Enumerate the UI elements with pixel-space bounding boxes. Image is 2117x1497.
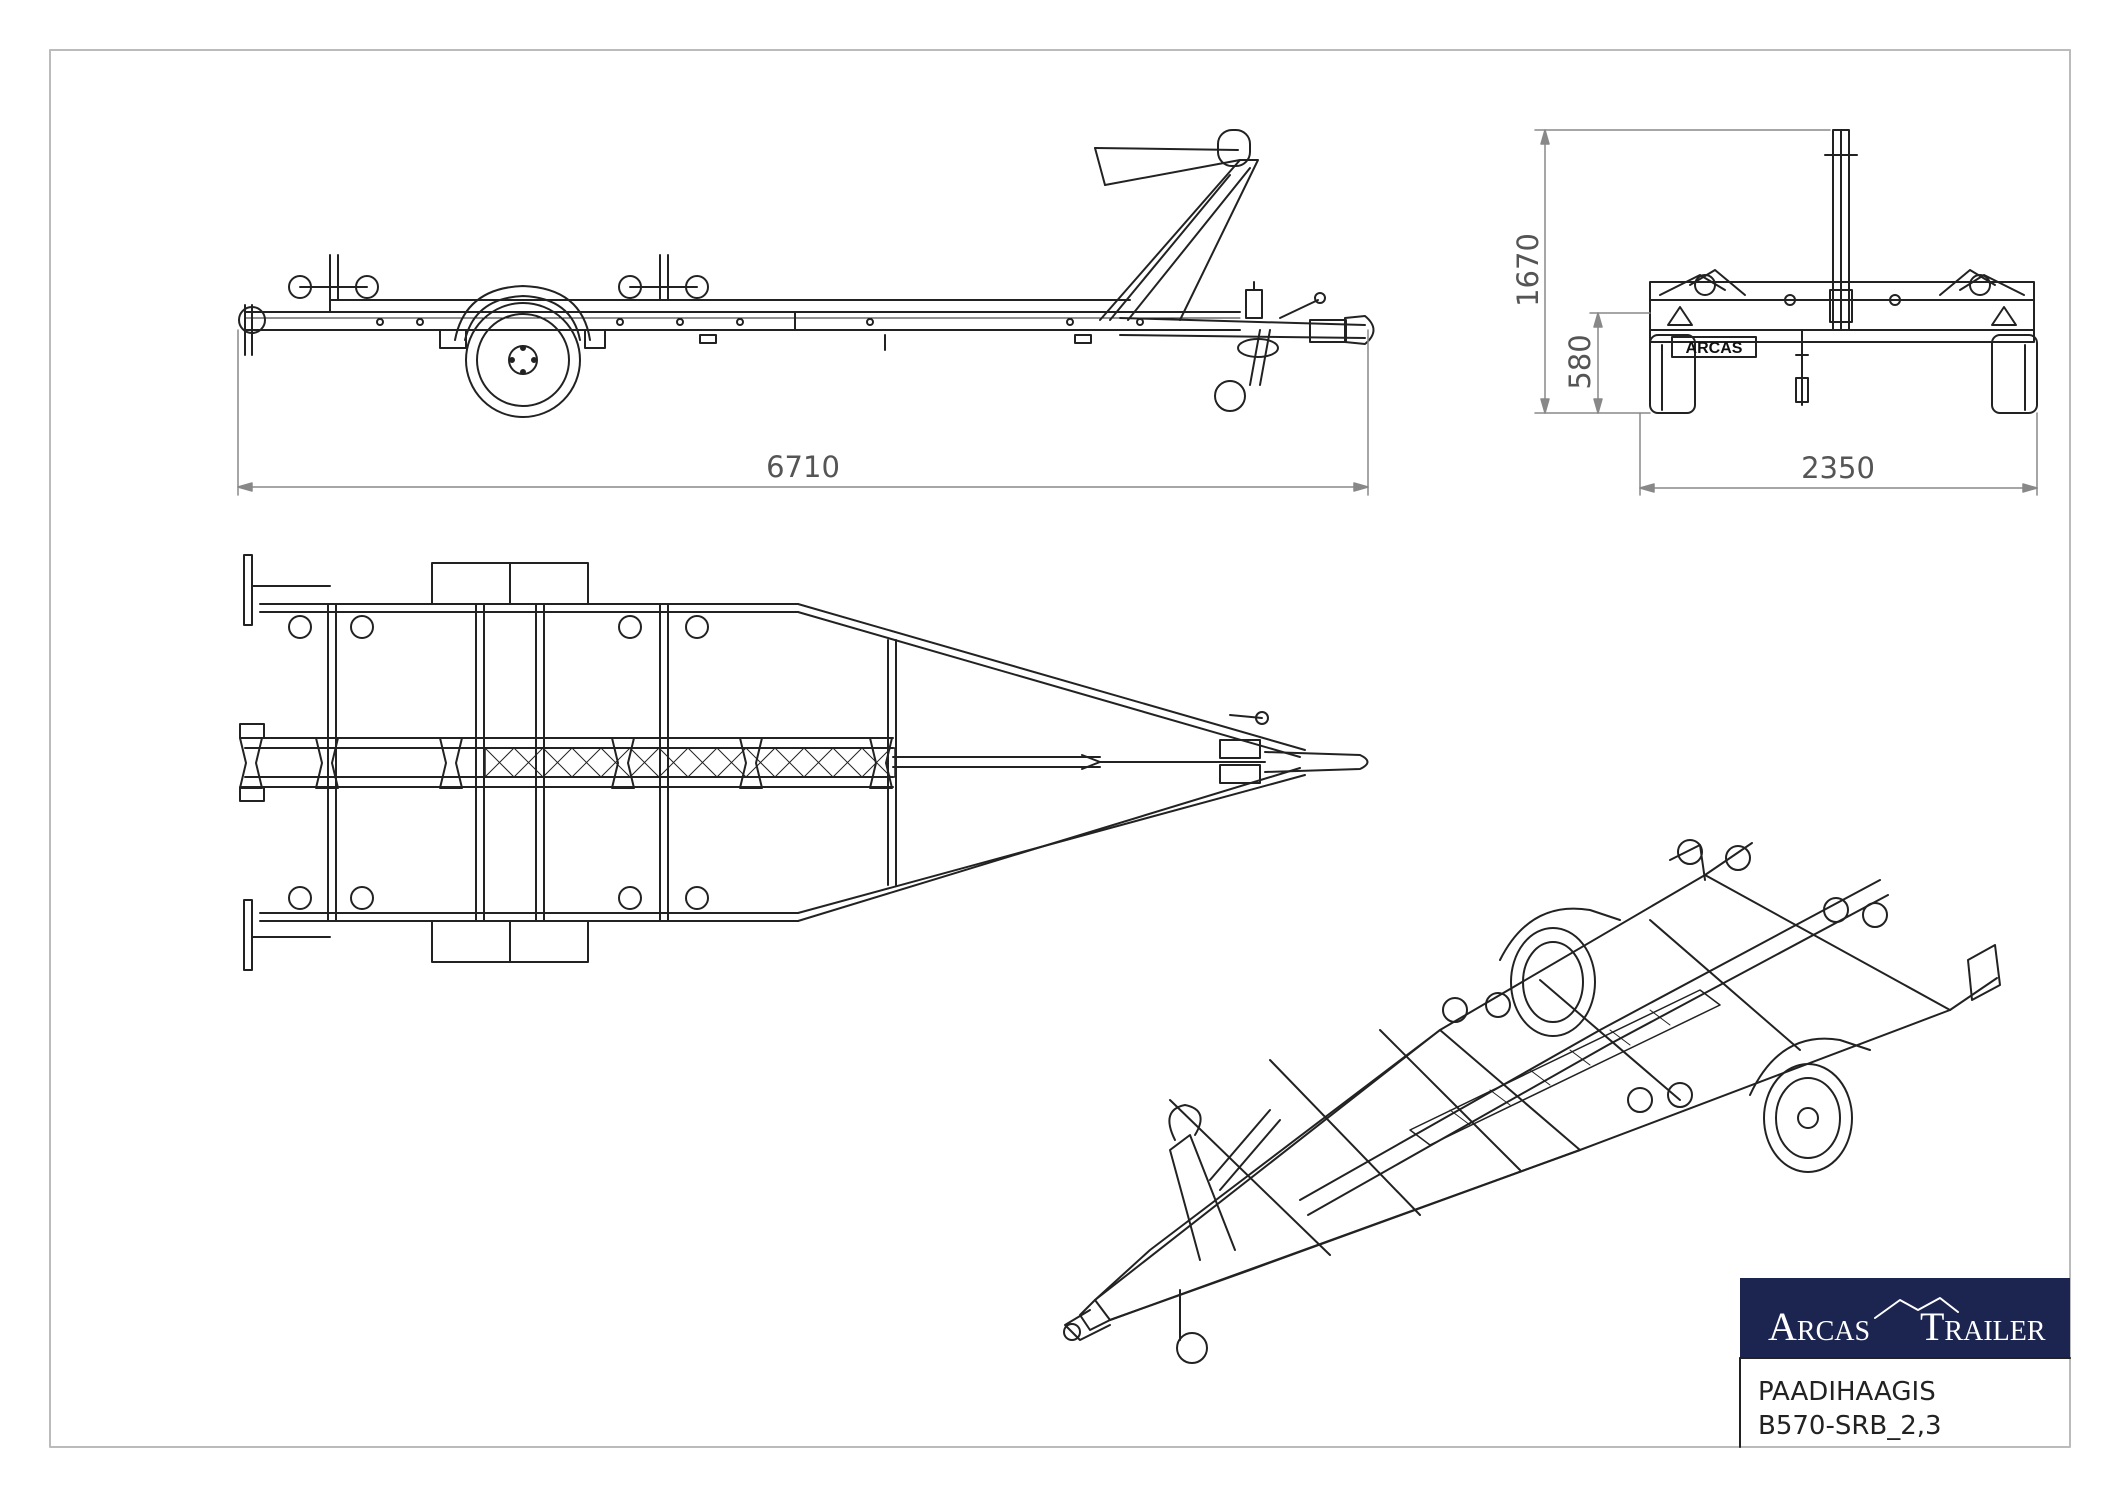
rear-view [1649, 129, 2038, 414]
iso-rear-wheel-icon [1510, 927, 1596, 1037]
top-view [239, 554, 1369, 971]
side-view [238, 129, 1375, 418]
dim-frame-height-label: 580 [1563, 334, 1597, 389]
dim-length-label: 6710 [766, 450, 840, 484]
side-wheel-icon [465, 302, 581, 418]
dimension-rear [1534, 129, 2038, 496]
rear-plate-label: ARCAS [1686, 340, 1743, 357]
logo-mark-icon [1874, 1297, 1959, 1319]
sheet-border [49, 49, 2071, 1448]
isometric-view [1063, 839, 2001, 1364]
iso-front-wheel-icon [1763, 1063, 1853, 1173]
dimension-length [237, 329, 1369, 496]
logo-text-arcas: Arcas [1768, 1304, 1870, 1349]
title-block: Arcas Trailer PAADIHAAGIS B570-SRB_2,3 [1739, 1278, 2071, 1448]
dim-width-label: 2350 [1801, 451, 1875, 485]
logo-box [1740, 1278, 2070, 1358]
model-code-label: B570-SRB_2,3 [1758, 1411, 1942, 1441]
product-type-label: PAADIHAAGIS [1758, 1377, 1936, 1407]
dim-height-label: 1670 [1511, 233, 1545, 307]
logo-text-trailer: Trailer [1920, 1304, 2046, 1349]
